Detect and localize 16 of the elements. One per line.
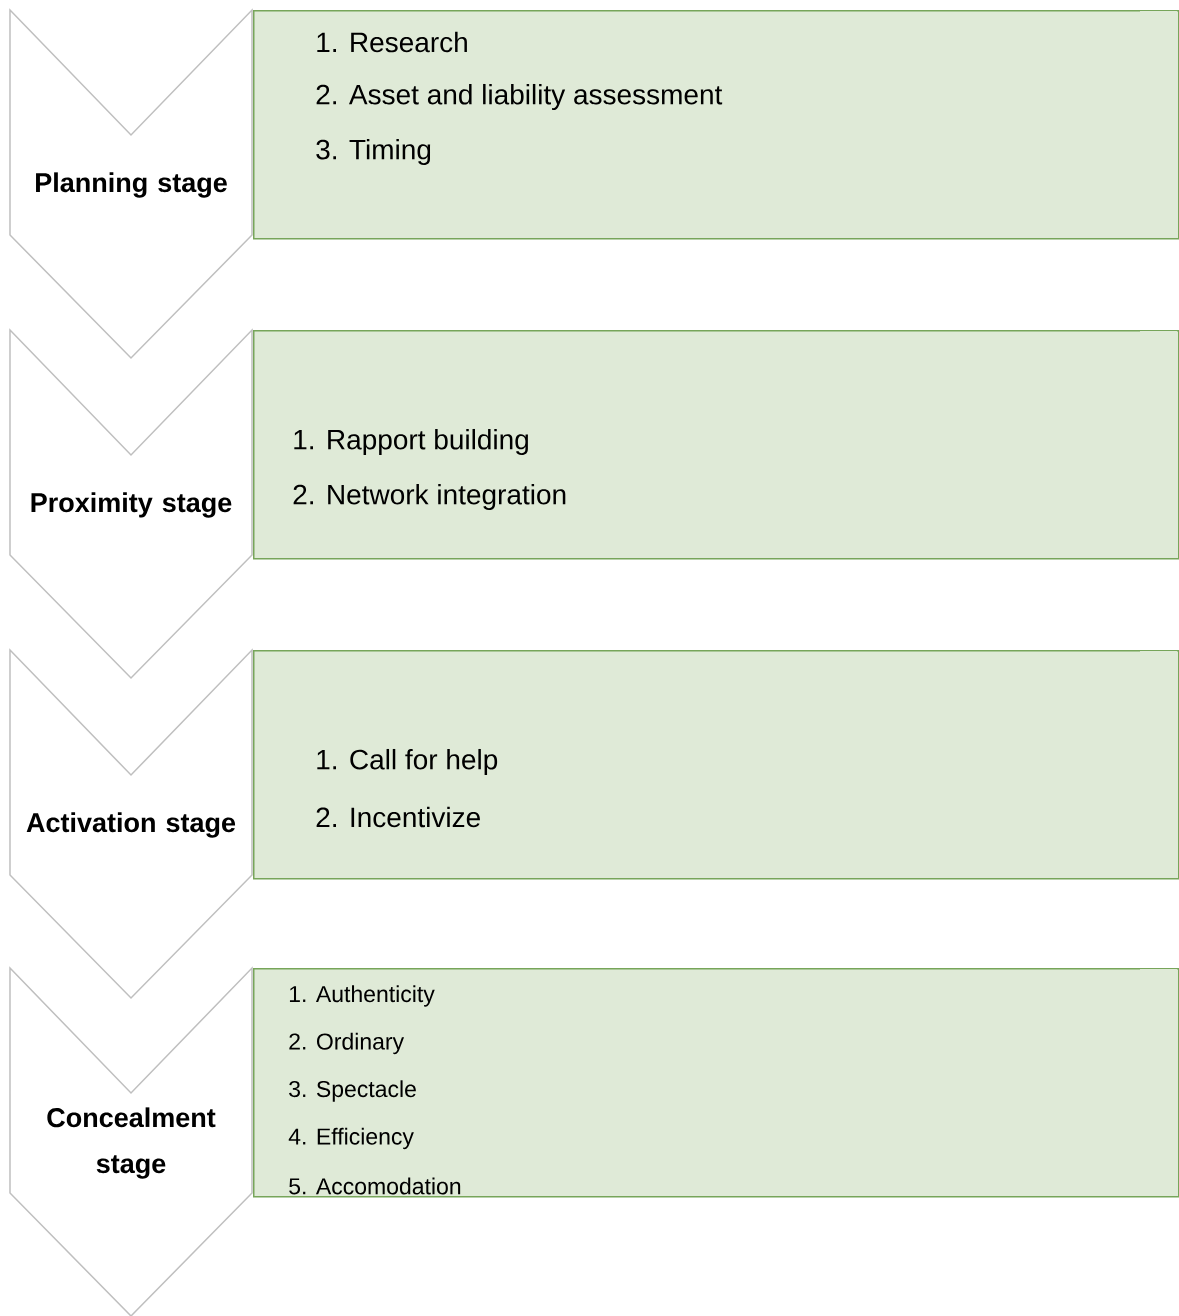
- list-item: 5. Accomodation: [289, 1177, 461, 1195]
- list-item: 1. Call for help: [317, 748, 498, 776]
- list-item: 3. Timing: [316, 138, 431, 166]
- list-item: 2. Incentivize: [316, 806, 480, 828]
- list-box: [253, 650, 1179, 880]
- list-item: 1. Authenticity: [289, 985, 435, 1007]
- list-box: [253, 968, 1179, 1198]
- list-box: [253, 330, 1179, 560]
- list-item: 2. Network integration: [293, 483, 566, 511]
- list-item: 1. Research: [317, 31, 467, 53]
- list-item: 2. Ordinary: [289, 1032, 405, 1055]
- list-item: 4. Efficiency: [288, 1127, 414, 1150]
- list-item: 2. Asset and liability assessment: [316, 83, 723, 111]
- list-item: 1. Rapport building: [294, 428, 528, 456]
- list-item: 3. Spectacle: [289, 1080, 416, 1102]
- list-box: [253, 10, 1179, 240]
